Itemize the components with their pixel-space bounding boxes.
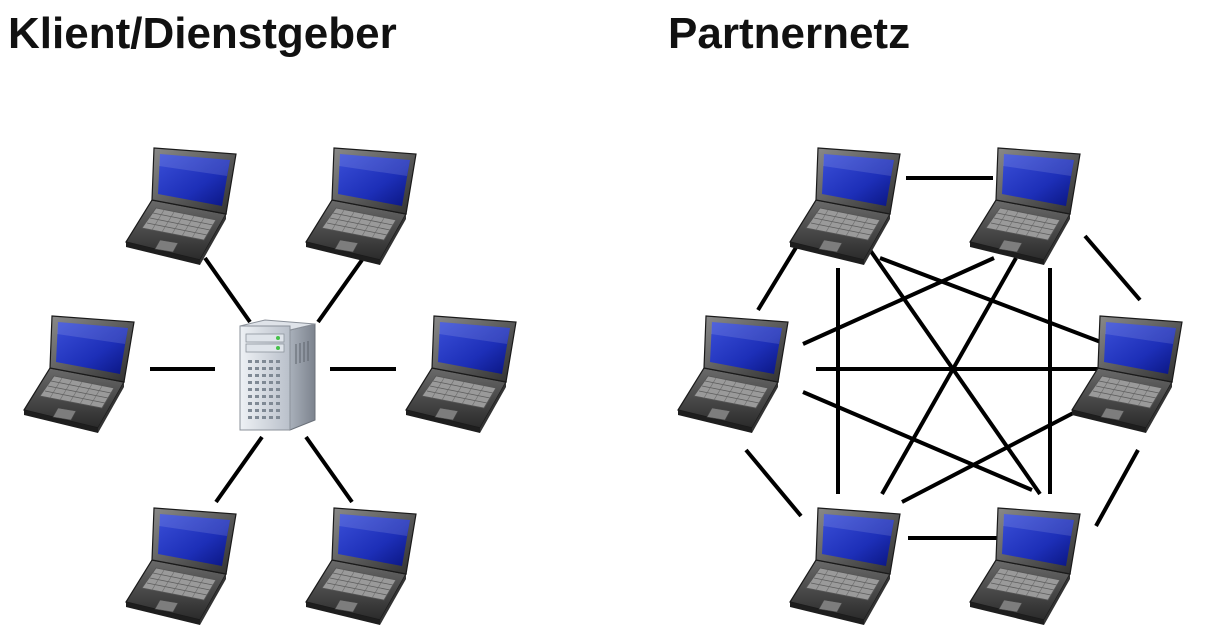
link-server-top-right	[316, 258, 364, 324]
laptop-icon	[789, 147, 901, 266]
peer-network-diagram	[744, 176, 1142, 540]
laptop-icon	[969, 507, 1081, 626]
laptop-icon	[125, 507, 237, 626]
laptop-icon	[305, 507, 417, 626]
laptop-icon	[305, 147, 417, 266]
laptop-icon	[1071, 315, 1183, 434]
link-server-top-left	[203, 256, 252, 324]
client-server-title: Klient/Dienstgeber	[8, 9, 397, 58]
link-peer	[880, 257, 1018, 495]
server-icon	[239, 319, 316, 431]
laptop-icon	[405, 315, 517, 434]
link-peer	[802, 256, 995, 346]
laptop-icon	[125, 147, 237, 266]
link-peer	[868, 248, 1042, 496]
link-peer	[802, 390, 1033, 492]
laptop-icon	[677, 315, 789, 434]
peer-network-title: Partnernetz	[668, 9, 911, 58]
link-peer	[1083, 234, 1142, 302]
link-server-bottom-right	[304, 435, 354, 504]
link-peer	[879, 256, 1107, 346]
client-server-diagram	[150, 256, 396, 504]
laptop-icon	[23, 315, 135, 434]
laptop-icon	[969, 147, 1081, 266]
laptop-icon	[789, 507, 901, 626]
link-peer	[1094, 449, 1140, 527]
link-peer	[744, 448, 803, 518]
link-server-bottom-left	[214, 435, 264, 504]
